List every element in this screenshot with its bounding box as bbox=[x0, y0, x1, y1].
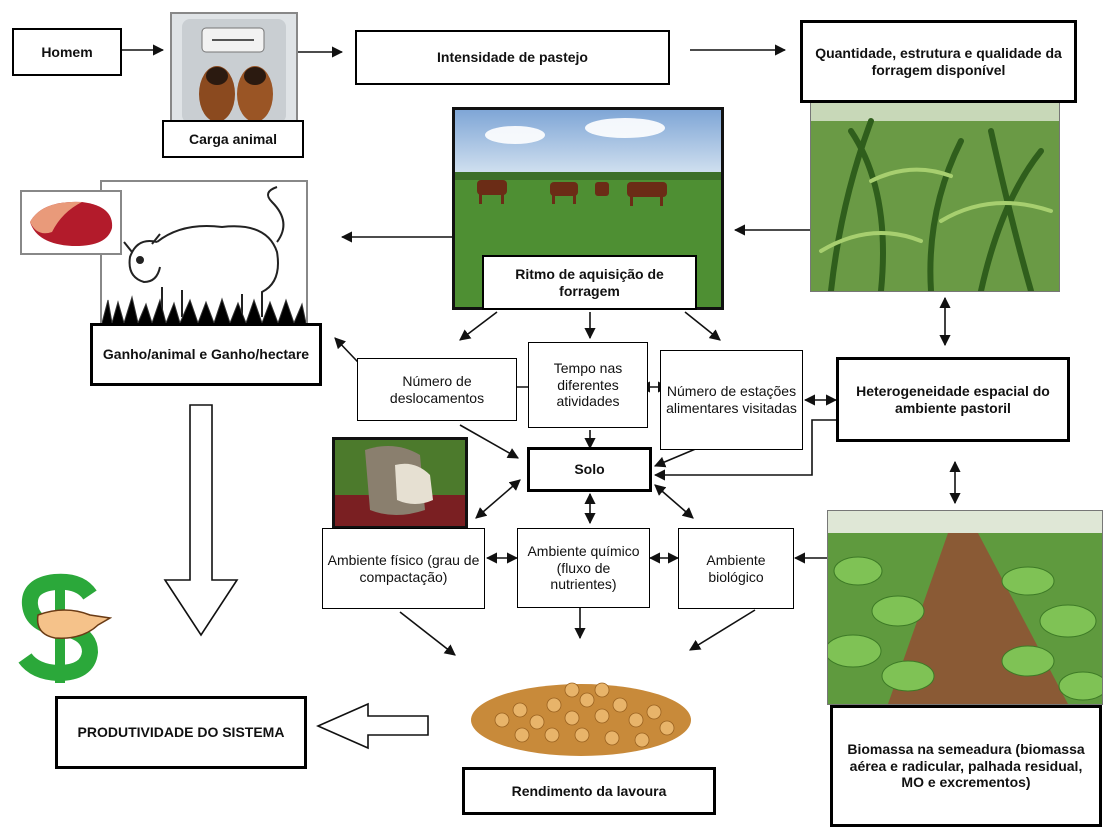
node-ritmo-aquisicao: Ritmo de aquisição de forragem bbox=[482, 255, 697, 310]
big-arrow-ganho-to-produtividade bbox=[163, 404, 239, 637]
soybean-pile-photo bbox=[462, 650, 700, 762]
node-homem: Homem bbox=[12, 28, 122, 76]
arrow-solo-biologico bbox=[654, 484, 694, 519]
node-biomassa: Biomassa na semeadura (biomassa aérea e … bbox=[830, 705, 1102, 827]
steer-cartoon-drawing bbox=[100, 180, 308, 325]
node-intensidade-pastejo: Intensidade de pastejo bbox=[355, 30, 670, 85]
big-arrow-rendimento-to-produtividade bbox=[316, 702, 429, 750]
soil-sample-photo bbox=[332, 437, 468, 529]
node-ambiente-quimico: Ambiente químico (fluxo de nutrientes) bbox=[517, 528, 650, 608]
arrow-ritmo-to-estacoes bbox=[684, 311, 721, 341]
arrow-fisico-to-soybeans bbox=[399, 611, 456, 656]
arrow-biologico-to-soybeans bbox=[689, 609, 756, 651]
node-numero-deslocamentos: Número de deslocamentos bbox=[357, 358, 517, 421]
arrow-ritmo-to-deslocamentos bbox=[459, 311, 498, 341]
node-quantidade-forragem: Quantidade, estrutura e qualidade da for… bbox=[800, 20, 1077, 103]
arrow-deslocamentos-to-solo bbox=[459, 424, 519, 459]
meat-cut-photo bbox=[20, 190, 122, 255]
hand-holding-dollar-cartoon bbox=[10, 570, 112, 688]
arrow-heterogeneidade-to-solo bbox=[653, 419, 836, 481]
node-ambiente-biologico: Ambiente biológico bbox=[678, 528, 794, 609]
node-tempo-atividades: Tempo nas diferentes atividades bbox=[528, 342, 648, 428]
node-solo: Solo bbox=[527, 447, 652, 492]
node-heterogeneidade: Heterogeneidade espacial do ambiente pas… bbox=[836, 357, 1070, 442]
arrow-solo-fisico bbox=[475, 479, 521, 519]
node-carga-animal: Carga animal bbox=[162, 120, 304, 158]
node-ganho: Ganho/animal e Ganho/hectare bbox=[90, 323, 322, 386]
scale-with-boots-photo bbox=[170, 12, 298, 130]
node-ambiente-fisico: Ambiente físico (grau de compactação) bbox=[322, 528, 485, 609]
forage-crop-photo bbox=[810, 100, 1060, 292]
node-produtividade: PRODUTIVIDADE DO SISTEMA bbox=[55, 696, 307, 769]
node-estacoes-alimentares: Número de estações alimentares visitadas bbox=[660, 350, 803, 450]
node-rendimento-lavoura: Rendimento da lavoura bbox=[462, 767, 716, 815]
soybean-field-photo bbox=[827, 510, 1103, 705]
